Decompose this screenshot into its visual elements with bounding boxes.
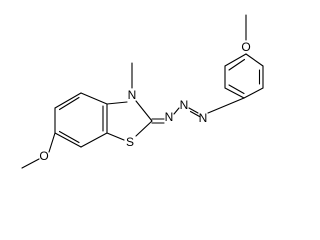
bond bbox=[80, 132, 108, 148]
bond bbox=[106, 101, 128, 105]
bond bbox=[224, 87, 245, 99]
atom-s-ring: S bbox=[126, 135, 134, 149]
bond bbox=[58, 96, 80, 111]
bond bbox=[48, 132, 56, 153]
bond bbox=[135, 100, 153, 122]
bond bbox=[224, 53, 247, 67]
bond-lines bbox=[21, 14, 264, 169]
bond bbox=[188, 107, 199, 114]
bond bbox=[228, 84, 245, 95]
bond bbox=[243, 87, 264, 99]
bond bbox=[54, 132, 82, 148]
atom-labels: O N N N N S O bbox=[39, 40, 250, 163]
bond bbox=[58, 130, 80, 144]
bond bbox=[228, 58, 246, 71]
bond bbox=[207, 97, 245, 114]
bond bbox=[80, 92, 108, 105]
bond bbox=[173, 107, 180, 115]
atom-n-azo-3: N bbox=[165, 110, 174, 124]
atom-n-azo-1: N bbox=[199, 111, 208, 125]
atom-o-benzo-methoxy: O bbox=[39, 149, 48, 163]
atom-o-ring-methoxy: O bbox=[241, 40, 250, 54]
bond bbox=[106, 132, 125, 141]
bond bbox=[54, 92, 82, 109]
molecule-structure: O N N N N S O bbox=[21, 14, 264, 169]
atom-n-azo-2: N bbox=[180, 98, 189, 112]
bond bbox=[135, 120, 153, 137]
bond bbox=[21, 158, 40, 169]
bond bbox=[245, 53, 264, 67]
bond bbox=[189, 110, 201, 118]
atom-n-ring: N bbox=[128, 88, 137, 102]
